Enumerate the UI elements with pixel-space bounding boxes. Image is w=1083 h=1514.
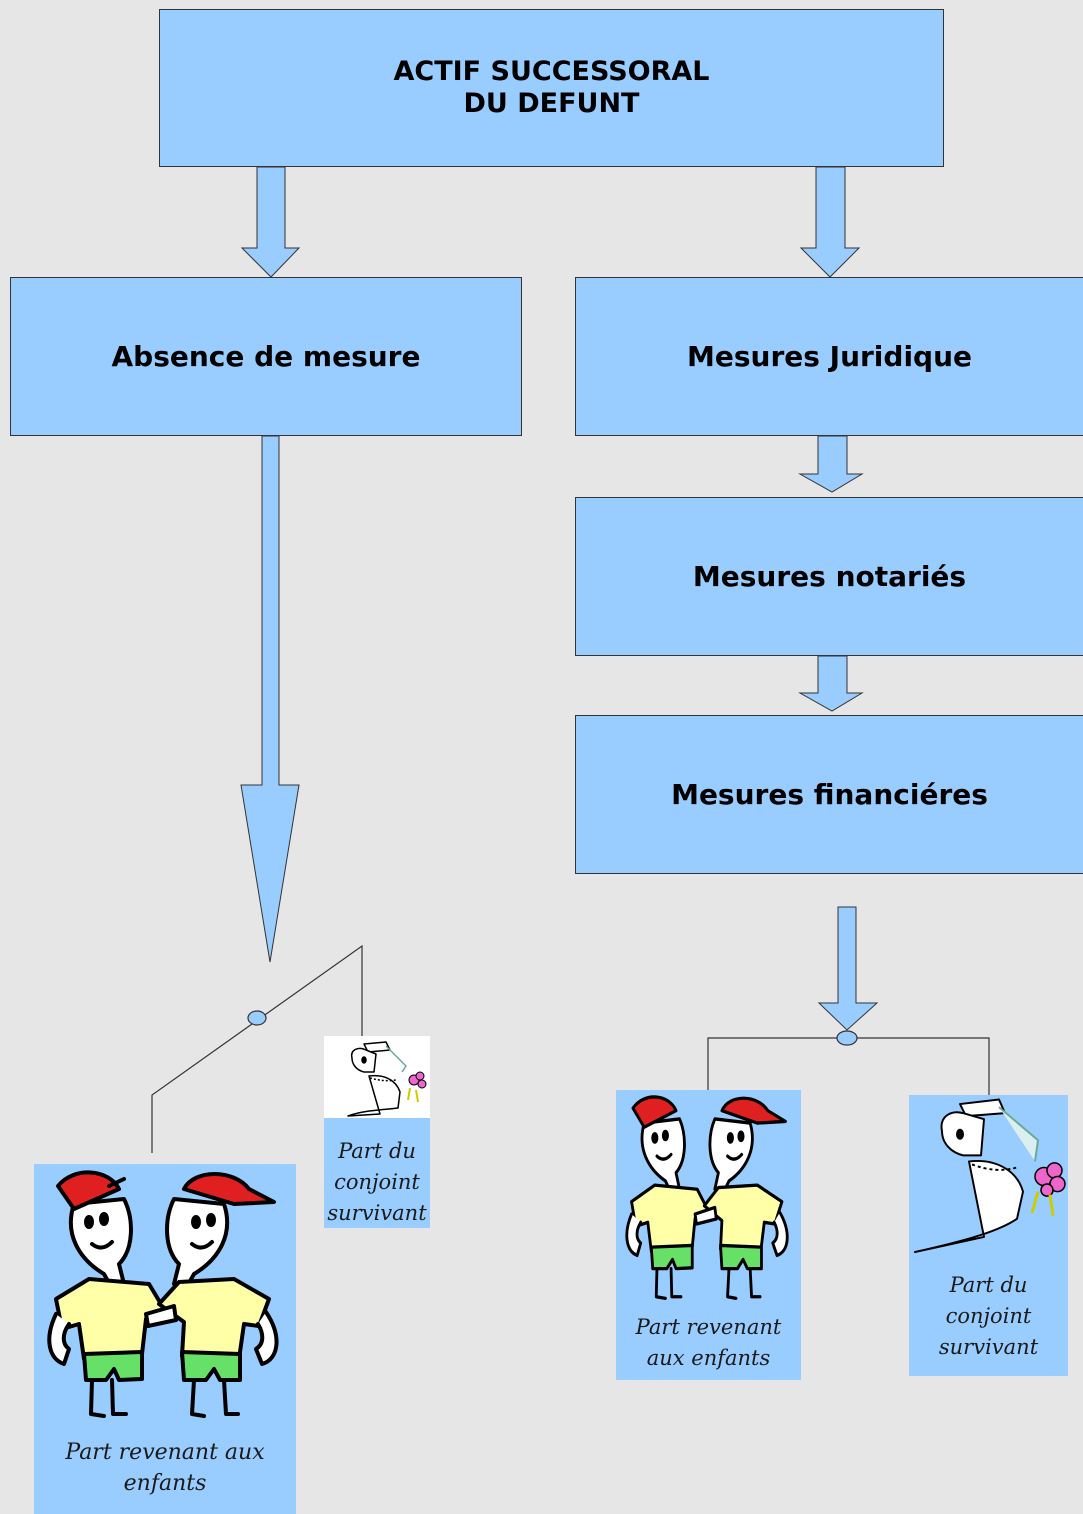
arrow-absence-down xyxy=(240,435,300,963)
arrow-notaries-to-financial xyxy=(798,655,864,712)
bride-clipart-icon xyxy=(914,1098,1066,1253)
left-spouse-line2: conjoint xyxy=(334,1170,420,1194)
right-children-line1: Part revenant xyxy=(635,1315,782,1339)
notaries-box: Mesures notariés xyxy=(575,497,1083,656)
right-spouse-caption: Part du conjoint survivant xyxy=(909,1270,1068,1363)
arrow-root-to-right xyxy=(799,166,861,278)
juridique-box: Mesures Juridique xyxy=(575,277,1083,436)
root-line1: ACTIF SUCCESSORAL xyxy=(393,55,710,87)
root-line2: DU DEFUNT xyxy=(463,88,640,119)
arrow-root-to-left xyxy=(240,166,301,278)
right-children-card: Part revenant aux enfants xyxy=(616,1090,801,1380)
boys-clipart-icon xyxy=(47,1170,279,1418)
absence-box: Absence de mesure xyxy=(10,277,522,436)
left-spouse-line3: survivant xyxy=(327,1201,427,1225)
left-children-line2: enfants xyxy=(123,1471,207,1496)
right-children-line2: aux enfants xyxy=(646,1346,771,1370)
right-spouse-line1: Part du xyxy=(949,1273,1028,1297)
financial-box: Mesures financiéres xyxy=(575,715,1083,874)
juridique-label: Mesures Juridique xyxy=(686,340,973,373)
left-children-caption: Part revenant aux enfants xyxy=(34,1437,296,1499)
absence-label: Absence de mesure xyxy=(111,340,421,373)
arrow-juridique-to-notaries xyxy=(798,435,864,493)
left-children-line1: Part revenant aux xyxy=(65,1440,265,1465)
right-spouse-line2: conjoint xyxy=(945,1304,1032,1328)
right-children-caption: Part revenant aux enfants xyxy=(616,1312,801,1374)
switch-right xyxy=(707,1037,990,1095)
bride-clipart-icon xyxy=(324,1036,430,1118)
left-spouse-card: Part du conjoint survivant xyxy=(324,1036,430,1228)
left-spouse-caption: Part du conjoint survivant xyxy=(324,1136,430,1229)
root-box: ACTIF SUCCESSORAL DU DEFUNT xyxy=(159,9,944,167)
financial-label: Mesures financiéres xyxy=(671,778,988,811)
boys-clipart-icon xyxy=(625,1095,789,1301)
right-spouse-line3: survivant xyxy=(938,1335,1039,1359)
left-children-card: Part revenant aux enfants xyxy=(34,1164,296,1514)
notaries-label: Mesures notariés xyxy=(692,560,967,593)
switch-right-node xyxy=(836,1030,858,1046)
right-spouse-card: Part du conjoint survivant xyxy=(909,1095,1068,1376)
left-spouse-line1: Part du xyxy=(338,1139,416,1163)
arrow-financial-to-outcomes xyxy=(817,906,879,1031)
switch-left-node xyxy=(247,1010,267,1026)
